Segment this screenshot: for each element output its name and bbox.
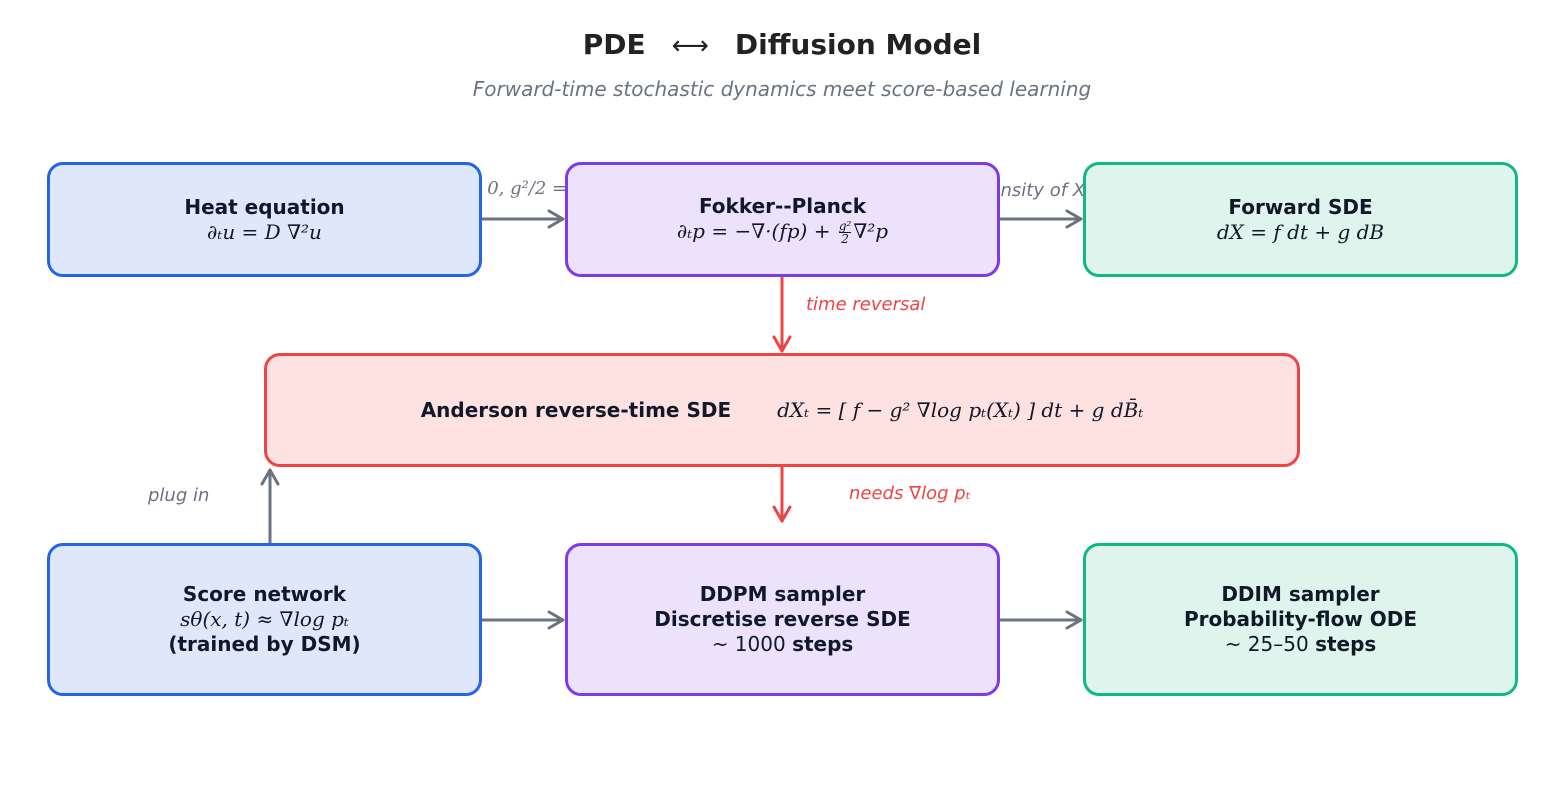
arrowhead-score-to-ddpm — [547, 610, 565, 630]
diagram-subtitle: Forward-time stochastic dynamics meet sc… — [472, 77, 1092, 101]
fraction-denominator: 2 — [841, 232, 849, 246]
equation-part-a: ∂ₜp = −∇·(fp) + — [676, 219, 831, 243]
label-time-reversal: time reversal — [806, 294, 926, 315]
node-ddpm-sampler: DDPM sampler Discretise reverse SDE ~ 10… — [565, 543, 1000, 696]
node-title: DDPM sampler — [699, 582, 866, 606]
node-equation: sθ(x, t) ≈ ∇log pₜ — [180, 607, 349, 631]
node-subtitle: (trained by DSM) — [168, 632, 361, 656]
bidirectional-arrow-icon: ⟷ — [671, 31, 709, 61]
node-title: Score network — [182, 582, 347, 606]
node-description: Probability-flow ODE — [1183, 607, 1418, 631]
node-title: Fokker--Planck — [698, 194, 867, 218]
fraction: g² 2 — [838, 219, 852, 246]
fraction-numerator: g² — [838, 219, 852, 233]
steps-count: ~ 25–50 — [1224, 632, 1309, 656]
label-heat-to-fokker: f = 0, g²/2 = D — [454, 178, 588, 199]
equation-part-b: ∇²p — [853, 219, 889, 243]
node-equation: ∂ₜu = D ∇²u — [207, 219, 322, 244]
node-title: Anderson reverse-time SDE — [420, 397, 732, 422]
steps-count: ~ 1000 — [711, 632, 786, 656]
node-equation: dX = f dt + g dB — [1216, 219, 1385, 244]
diagram-title: PDE ⟷ Diffusion Model — [0, 28, 1564, 61]
arrowhead-time-reversal — [772, 335, 792, 353]
title-right: Diffusion Model — [734, 28, 982, 61]
title-left: PDE — [582, 28, 646, 61]
node-description: Discretise reverse SDE — [654, 607, 911, 631]
node-title: DDIM sampler — [1221, 582, 1380, 606]
label-needs-score: needs ∇log pₜ — [849, 483, 972, 504]
arrowhead-plug-in — [260, 468, 280, 486]
node-title: Forward SDE — [1228, 194, 1373, 219]
steps-word: steps — [1315, 632, 1377, 656]
node-ddim-sampler: DDIM sampler Probability-flow ODE ~ 25–5… — [1083, 543, 1518, 696]
arrowhead-ddpm-to-ddim — [1065, 610, 1083, 630]
node-title: Heat equation — [184, 194, 345, 219]
steps-word: steps — [792, 632, 854, 656]
node-steps: ~ 25–50 steps — [1225, 632, 1377, 657]
node-heat-equation: Heat equation ∂ₜu = D ∇²u — [47, 162, 482, 277]
node-equation: ∂ₜp = −∇·(fp) + g² 2 ∇²p — [677, 219, 888, 245]
node-fokker-planck: Fokker--Planck ∂ₜp = −∇·(fp) + g² 2 ∇²p — [565, 162, 1000, 277]
arrowhead-needs-score — [772, 505, 792, 523]
node-equation: dXₜ = [ f − g² ∇log pₜ(Xₜ) ] dt + g dB̄ₜ — [777, 397, 1144, 422]
node-steps: ~ 1000 steps — [712, 632, 854, 657]
node-anderson-reverse-sde: Anderson reverse-time SDE dXₜ = [ f − g²… — [264, 353, 1300, 467]
label-plug-in: plug in — [148, 485, 210, 506]
arrowhead-heat-to-fokker — [547, 209, 565, 229]
label-fokker-to-forward: density of Xₜ — [978, 180, 1091, 201]
node-forward-sde: Forward SDE dX = f dt + g dB — [1083, 162, 1518, 277]
node-score-network: Score network sθ(x, t) ≈ ∇log pₜ (traine… — [47, 543, 482, 696]
arrowhead-fokker-to-forward — [1065, 209, 1083, 229]
